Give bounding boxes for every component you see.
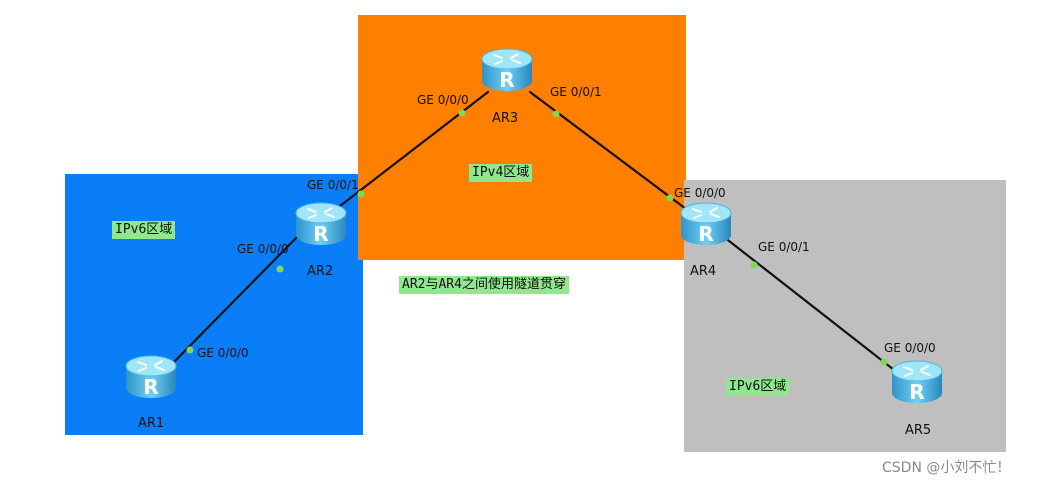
router-label-ar3: AR3 (492, 111, 519, 126)
port-label-ar2-g000: GE 0/0/0 (237, 242, 289, 256)
router-icon-ar4[interactable]: R (677, 199, 735, 249)
router-label-ar1: AR1 (138, 416, 165, 431)
port-dot-ar4-g000 (666, 194, 674, 202)
link-ar4-ar5 (722, 235, 900, 375)
router-label-ar2: AR2 (307, 264, 334, 279)
router-icon-ar2[interactable]: R (292, 199, 350, 249)
port-dot-ar2-g001 (357, 190, 365, 198)
port-label-ar3-g001: GE 0/0/1 (550, 85, 602, 99)
port-label-ar4-g000: GE 0/0/0 (674, 186, 726, 200)
port-dot-ar3-g001 (552, 110, 560, 118)
router-label-ar5: AR5 (905, 423, 932, 438)
svg-text:R: R (909, 380, 924, 404)
svg-text:R: R (698, 222, 713, 246)
svg-text:R: R (143, 375, 158, 399)
zone-tag-left: IPv6区域 (112, 221, 176, 239)
svg-text:R: R (313, 222, 328, 246)
link-ar3-ar4 (528, 90, 692, 214)
watermark: CSDN @小刘不忙！ (882, 460, 1011, 476)
router-icon-ar1[interactable]: R (122, 352, 180, 402)
router-icon-ar3[interactable]: R (478, 45, 536, 95)
port-label-ar1-g000: GE 0/0/0 (197, 346, 249, 360)
link-ar2-ar3 (338, 90, 490, 208)
zone-tag-right: IPv6区域 (726, 378, 790, 396)
tunnel-note: AR2与AR4之间使用隧道贯穿 (399, 276, 569, 294)
ipv6-zone-right (684, 180, 1006, 452)
port-dot-ar5-g000 (880, 358, 888, 366)
svg-text:R: R (499, 68, 514, 92)
zone-tag-mid: IPv4区域 (469, 164, 533, 182)
port-label-ar5-g000: GE 0/0/0 (884, 341, 936, 355)
router-icon-ar5[interactable]: R (888, 357, 946, 407)
link-ar1-ar2 (168, 230, 304, 368)
port-dot-ar1-g000 (186, 346, 194, 354)
port-label-ar4-g001: GE 0/0/1 (758, 240, 810, 254)
port-label-ar2-g001: GE 0/0/1 (307, 178, 359, 192)
port-label-ar3-g000: GE 0/0/0 (417, 93, 469, 107)
port-dot-ar3-g000 (458, 109, 466, 117)
port-dot-ar4-g001 (750, 261, 758, 269)
port-dot-ar2-g000 (276, 265, 284, 273)
router-label-ar4: AR4 (690, 264, 717, 279)
